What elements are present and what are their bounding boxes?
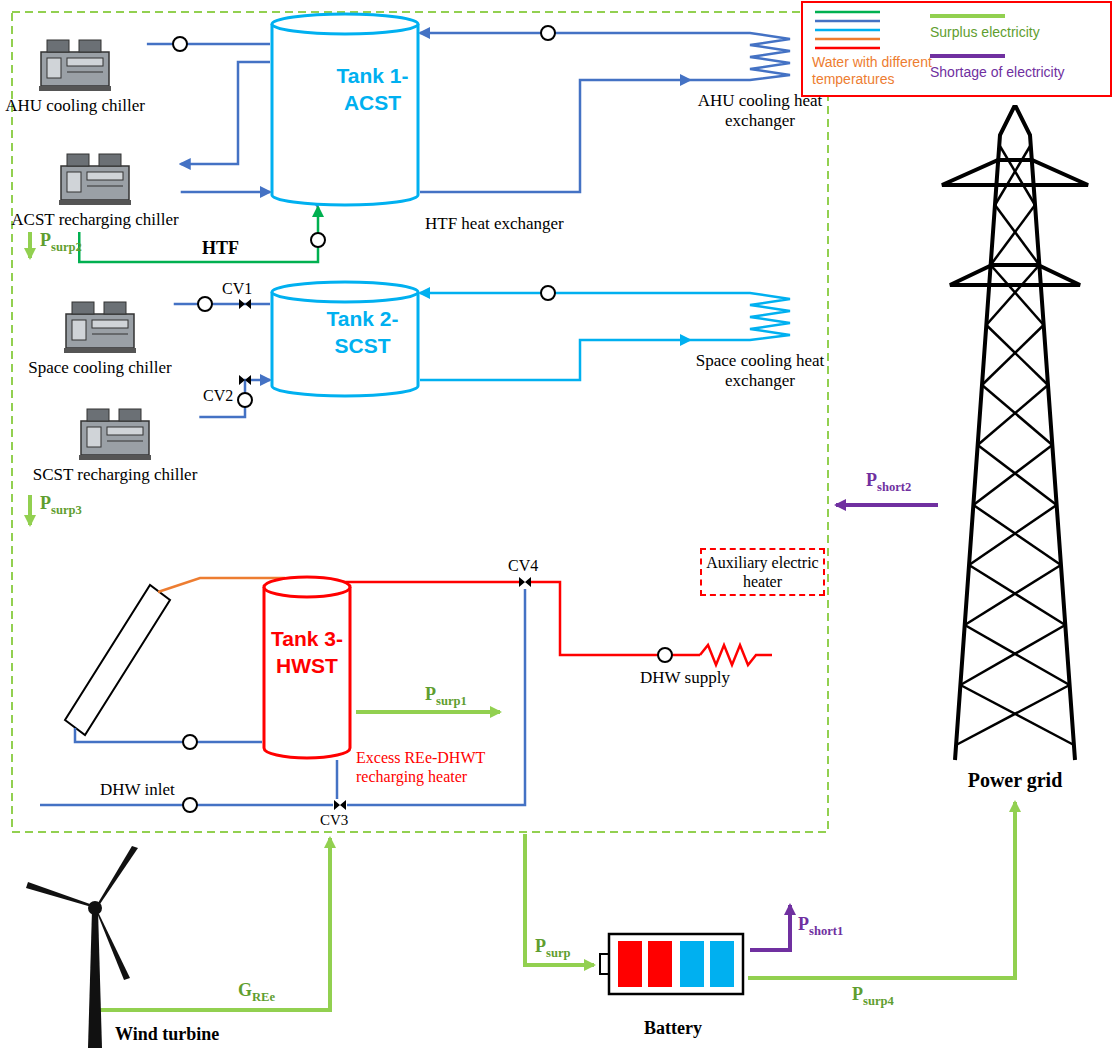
- tank-label: Tank 2-SCST: [315, 305, 410, 360]
- annotation-label: DHW inlet: [100, 780, 175, 800]
- annotation-label: Pshort2: [866, 470, 911, 495]
- pipe-connector: [420, 340, 690, 380]
- legend-text: Water with different temperatures: [812, 54, 937, 88]
- pipe-connector: [748, 802, 1015, 978]
- battery-icon: [598, 928, 748, 1000]
- annotation-label: HTF heat exchanger: [425, 214, 564, 234]
- heat-exchanger: AHU cooling heat exchanger: [690, 25, 830, 134]
- annotation-label: CV4: [508, 556, 538, 575]
- hot-water-pipe: [335, 581, 520, 584]
- tower-icon: [940, 105, 1090, 765]
- annotation-label: CV1: [222, 279, 252, 298]
- cold-water-pipe: [336, 760, 339, 799]
- chiller-icon: [75, 405, 155, 461]
- chiller: ACST recharging chiller: [9, 150, 180, 232]
- chiller-icon: [60, 298, 140, 354]
- storage-tank: Tank 1-ACST: [270, 12, 420, 207]
- legend-text: Shortage of electricity: [930, 64, 1105, 81]
- legend-water-samples: [815, 12, 880, 48]
- grid-label: Power grid: [968, 769, 1063, 792]
- pipe-connector: [174, 303, 270, 306]
- heater-coil: [700, 645, 772, 665]
- chiller-icon: [55, 150, 135, 206]
- hx-label: Space cooling heat exchanger: [690, 351, 830, 392]
- storage-tank: Tank 3-HWST: [262, 575, 352, 760]
- tank-label: Tank 1-ACST: [325, 62, 420, 117]
- solar-collector: [65, 585, 170, 735]
- coil-symbol: [690, 285, 830, 347]
- chiller-label: Space cooling chiller: [28, 358, 172, 378]
- power-arrow: [836, 503, 938, 507]
- chiller-label: SCST recharging chiller: [33, 465, 198, 485]
- legend-swatch: [930, 54, 1005, 58]
- annotation-label: Psurp2: [40, 230, 82, 255]
- pipe-connector: [420, 80, 690, 192]
- annotation-label: CV3: [320, 811, 348, 829]
- pipe-connector: [147, 43, 270, 46]
- chiller-label: ACST recharging chiller: [11, 210, 178, 230]
- heater-box: Auxiliary electric heater: [700, 548, 825, 596]
- pump-symbols: [173, 26, 672, 812]
- chiller: SCST recharging chiller: [31, 405, 200, 487]
- legend-text: Surplus electricity: [930, 24, 1100, 41]
- cold-water-pipe: [347, 589, 525, 805]
- collector-pipe: [75, 728, 262, 742]
- battery: Battery: [598, 928, 748, 1050]
- annotation-label: CV2: [203, 386, 233, 405]
- pipe-connector: [181, 62, 270, 164]
- system-boundary: [12, 12, 828, 832]
- chiller-icon: [35, 36, 115, 92]
- chiller-label: AHU cooling chiller: [5, 96, 145, 116]
- annotation-label: Excess REe-DHWT recharging heater: [356, 748, 506, 786]
- legend-box: [802, 2, 1111, 96]
- annotation-label: Pshort1: [798, 914, 843, 939]
- chiller: Space cooling chiller: [26, 298, 174, 380]
- annotation-label: DHW supply: [640, 668, 730, 688]
- annotation-label: Psurp: [535, 936, 571, 961]
- annotation-label: GREe: [238, 980, 275, 1005]
- chiller: AHU cooling chiller: [3, 36, 147, 118]
- power-arrow: [750, 905, 790, 950]
- power-arrow: [525, 834, 594, 965]
- edge-label: Psurp4: [850, 984, 896, 1009]
- wind-turbine: Wind turbine: [20, 838, 235, 1050]
- coil-symbol: [690, 25, 830, 87]
- legend-swatch: [930, 14, 1005, 18]
- pipe-connector: [181, 191, 270, 194]
- annotation-label: Psurp1: [425, 684, 467, 709]
- turbine-icon: [20, 838, 235, 1050]
- edge-label: HTF: [200, 238, 241, 259]
- power-arrow: [356, 710, 500, 714]
- power-arrow: [28, 495, 32, 525]
- hot-water-pipe: [530, 582, 700, 655]
- heater-label: Auxiliary electric heater: [702, 550, 823, 594]
- power-arrow: [28, 232, 32, 258]
- power-grid: Power grid: [940, 105, 1090, 800]
- heat-exchanger: Space cooling heat exchanger: [690, 285, 830, 394]
- hx-label: AHU cooling heat exchanger: [690, 91, 830, 132]
- turbine-label: Wind turbine: [115, 1024, 219, 1045]
- annotation-label: Psurp3: [40, 493, 82, 518]
- tank-label: Tank 3-HWST: [267, 625, 347, 680]
- storage-tank: Tank 2-SCST: [270, 280, 420, 398]
- battery-label: Battery: [644, 1018, 702, 1039]
- power-arrow: [100, 838, 330, 1010]
- pipe-connector: [199, 380, 270, 417]
